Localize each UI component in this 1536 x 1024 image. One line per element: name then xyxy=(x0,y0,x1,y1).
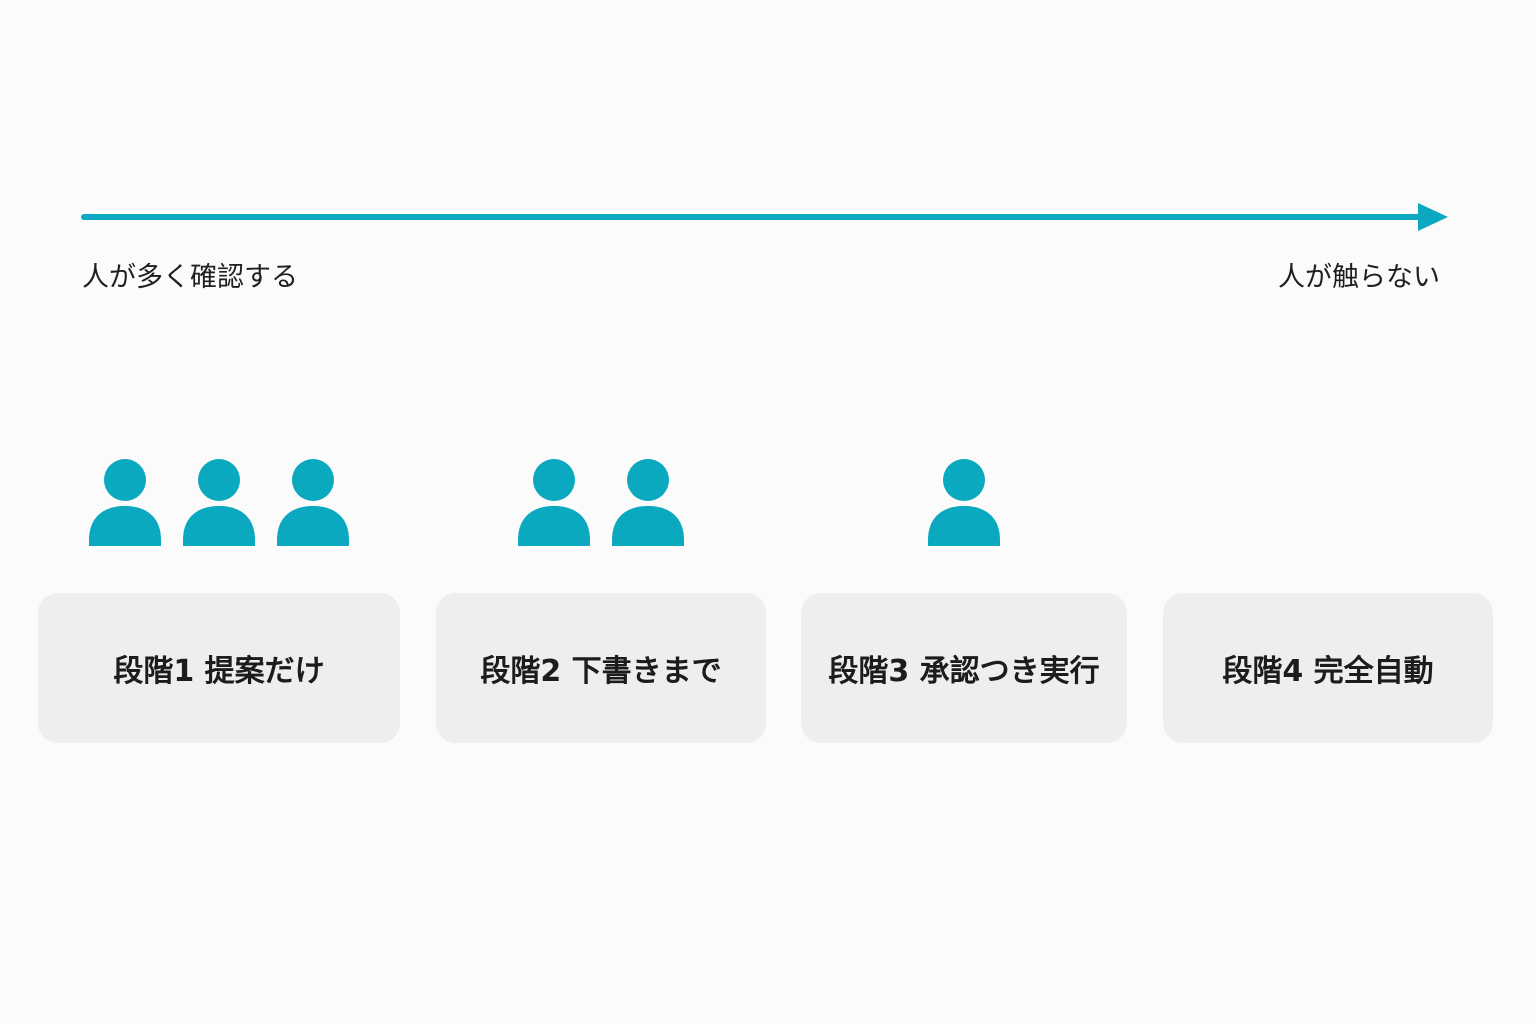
automation-axis: 人が多く確認する 人が触らない xyxy=(0,0,1536,320)
stage-3-people xyxy=(801,440,1127,560)
person-icon xyxy=(518,459,590,546)
stage-2-label: 段階2 下書きまで xyxy=(480,654,722,689)
stage-2-people xyxy=(436,440,766,560)
stage-1-people xyxy=(38,440,400,560)
person-icon xyxy=(928,459,1000,546)
stage-3-card: 段階3 承認つき実行 xyxy=(801,593,1127,743)
stage-3-label: 段階3 承認つき実行 xyxy=(828,654,1100,689)
stage-4-people xyxy=(1163,440,1493,560)
stage-1-label: 段階1 提案だけ xyxy=(113,654,325,689)
person-icon xyxy=(89,459,161,546)
axis-arrow xyxy=(81,203,1448,231)
stage-1-card: 段階1 提案だけ xyxy=(38,593,400,743)
person-icon xyxy=(277,459,349,546)
axis-right-label: 人が触らない xyxy=(1278,262,1440,293)
person-icon xyxy=(612,459,684,546)
stage-4-card: 段階4 完全自動 xyxy=(1163,593,1493,743)
person-icon xyxy=(183,459,255,546)
arrow-right-icon xyxy=(1418,203,1448,231)
stage-2-card: 段階2 下書きまで xyxy=(436,593,766,743)
axis-left-label: 人が多く確認する xyxy=(82,262,298,293)
stage-4-label: 段階4 完全自動 xyxy=(1222,654,1434,689)
